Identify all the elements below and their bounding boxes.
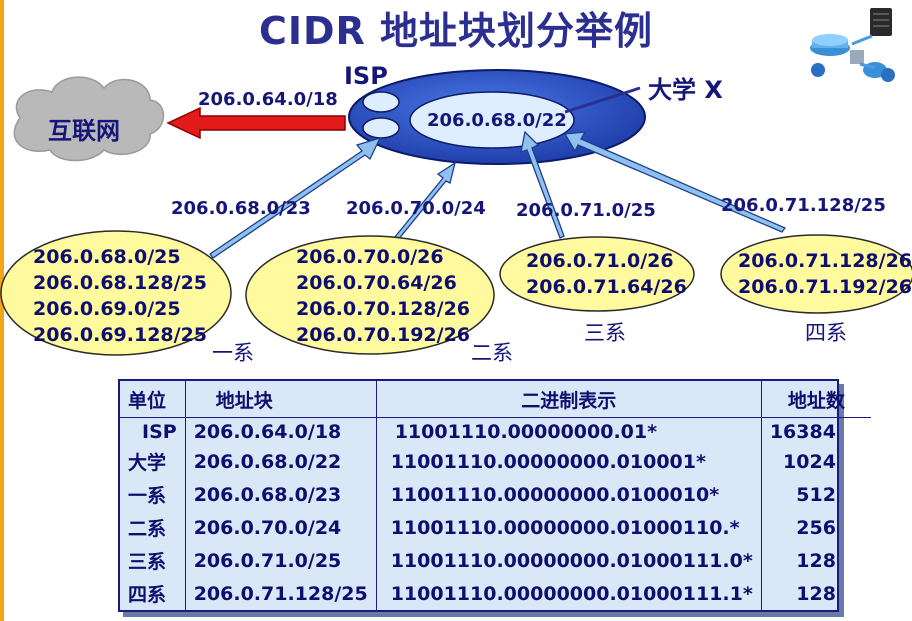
university-block: 206.0.68.0/22 [427,110,567,131]
cell-unit: 四系 [120,577,186,610]
cell-unit: 大学 [120,445,186,478]
cell-unit: ISP [120,417,186,445]
table-row: ISP 206.0.64.0/18 11001110.00000000.01* … [120,417,871,445]
dept1-ellipse [0,230,232,356]
subnet: 206.0.71.64/26 [526,276,687,298]
cell-block: 206.0.68.0/22 [185,445,377,478]
slide-edge-bar [0,0,4,621]
cidr-table-grid: 单位 地址块 二进制表示 地址数 ISP 206.0.64.0/18 11001… [120,381,871,610]
cell-binary: 11001110.00000000.010001* [376,445,762,478]
dept2-subnets: 206.0.70.0/26 206.0.70.64/26 206.0.70.12… [296,244,470,348]
cell-binary: 11001110.00000000.01000111.1* [376,577,762,610]
university-pointer [564,86,641,114]
table-header-row: 单位 地址块 二进制表示 地址数 [120,381,871,418]
cell-block: 206.0.70.0/24 [185,511,377,544]
header-unit: 单位 [120,381,186,418]
subnet: 206.0.71.128/26 [738,250,912,272]
table-row: 三系 206.0.71.0/25 11001110.00000000.01000… [120,544,871,577]
cell-count: 512 [796,483,836,506]
header-binary: 二进制表示 [376,381,762,418]
cell-binary: 11001110.00000000.01000110.* [376,511,762,544]
table-row: 大学 206.0.68.0/22 11001110.00000000.01000… [120,445,871,478]
university-label: 大学 X [648,76,723,104]
dept3-name: 三系 [584,321,626,345]
dept4-subnets: 206.0.71.128/26 206.0.71.192/26 [738,248,912,300]
cell-block: 206.0.71.0/25 [185,544,377,577]
dept-ellipses [0,230,912,356]
cell-count: 128 [796,549,836,572]
subnet: 206.0.70.128/26 [296,298,471,320]
dept-arrows [209,130,787,259]
cell-unit: 二系 [120,511,186,544]
cell-count: 128 [796,582,836,605]
subnet: 206.0.69.128/25 [33,324,208,346]
cidr-table: 单位 地址块 二进制表示 地址数 ISP 206.0.64.0/18 11001… [118,379,871,612]
dept4-name: 四系 [805,321,847,345]
dept3-link-label: 206.0.71.0/25 [516,200,656,221]
arrow-dept1 [209,136,382,259]
subnet: 206.0.69.0/25 [33,298,181,320]
cell-unit: 三系 [120,544,186,577]
arrow-dept3 [520,130,565,239]
cell-block: 206.0.71.128/25 [185,577,377,610]
dept4-ellipse [720,234,912,314]
cell-count: 1024 [783,450,836,473]
dept2-ellipse [245,235,495,355]
subnet: 206.0.68.128/25 [33,272,208,294]
table-row: 一系 206.0.68.0/23 11001110.00000000.01000… [120,478,871,511]
cell-binary: 11001110.00000000.01* [376,417,762,445]
dept1-subnets: 206.0.68.0/25 206.0.68.128/25 206.0.69.0… [33,244,207,348]
isp-route-label: 206.0.64.0/18 [198,89,338,110]
table-row: 四系 206.0.71.128/25 11001110.00000000.010… [120,577,871,610]
subnet: 206.0.68.0/25 [33,246,181,268]
dept1-name: 一系 [212,341,254,365]
cell-binary: 11001110.00000000.01000111.0* [376,544,762,577]
dept3-subnets: 206.0.71.0/26 206.0.71.64/26 [526,248,687,300]
cell-binary: 11001110.00000000.0100010* [376,478,762,511]
network-devices-icon [810,8,895,82]
header-block: 地址块 [185,381,377,418]
subnet: 206.0.70.0/26 [296,246,444,268]
internet-label: 互联网 [48,117,120,145]
dept2-name: 二系 [471,341,513,365]
internet-arrow [166,106,346,140]
cell-block: 206.0.68.0/23 [185,478,377,511]
internet-cloud [13,76,165,162]
subnet: 206.0.71.192/26 [738,276,912,298]
page-title: CIDR 地址块划分举例 [258,9,654,53]
cell-unit: 一系 [120,478,186,511]
header-count: 地址数 [761,381,871,418]
dept4-link-label: 206.0.71.128/25 [721,195,886,216]
table-row: 二系 206.0.70.0/24 11001110.00000000.01000… [120,511,871,544]
subnet: 206.0.70.192/26 [296,324,471,346]
arrow-dept4 [563,131,787,233]
cell-count: 16384 [769,420,836,443]
arrow-dept2 [389,161,457,247]
dept2-link-label: 206.0.70.0/24 [346,198,486,219]
isp-label: ISP [344,62,388,90]
subnet: 206.0.70.64/26 [296,272,457,294]
cell-count: 256 [796,516,836,539]
dept3-ellipse [499,236,695,312]
subnet: 206.0.71.0/26 [526,250,674,272]
dept1-link-label: 206.0.68.0/23 [171,198,311,219]
cell-block: 206.0.64.0/18 [185,417,377,445]
